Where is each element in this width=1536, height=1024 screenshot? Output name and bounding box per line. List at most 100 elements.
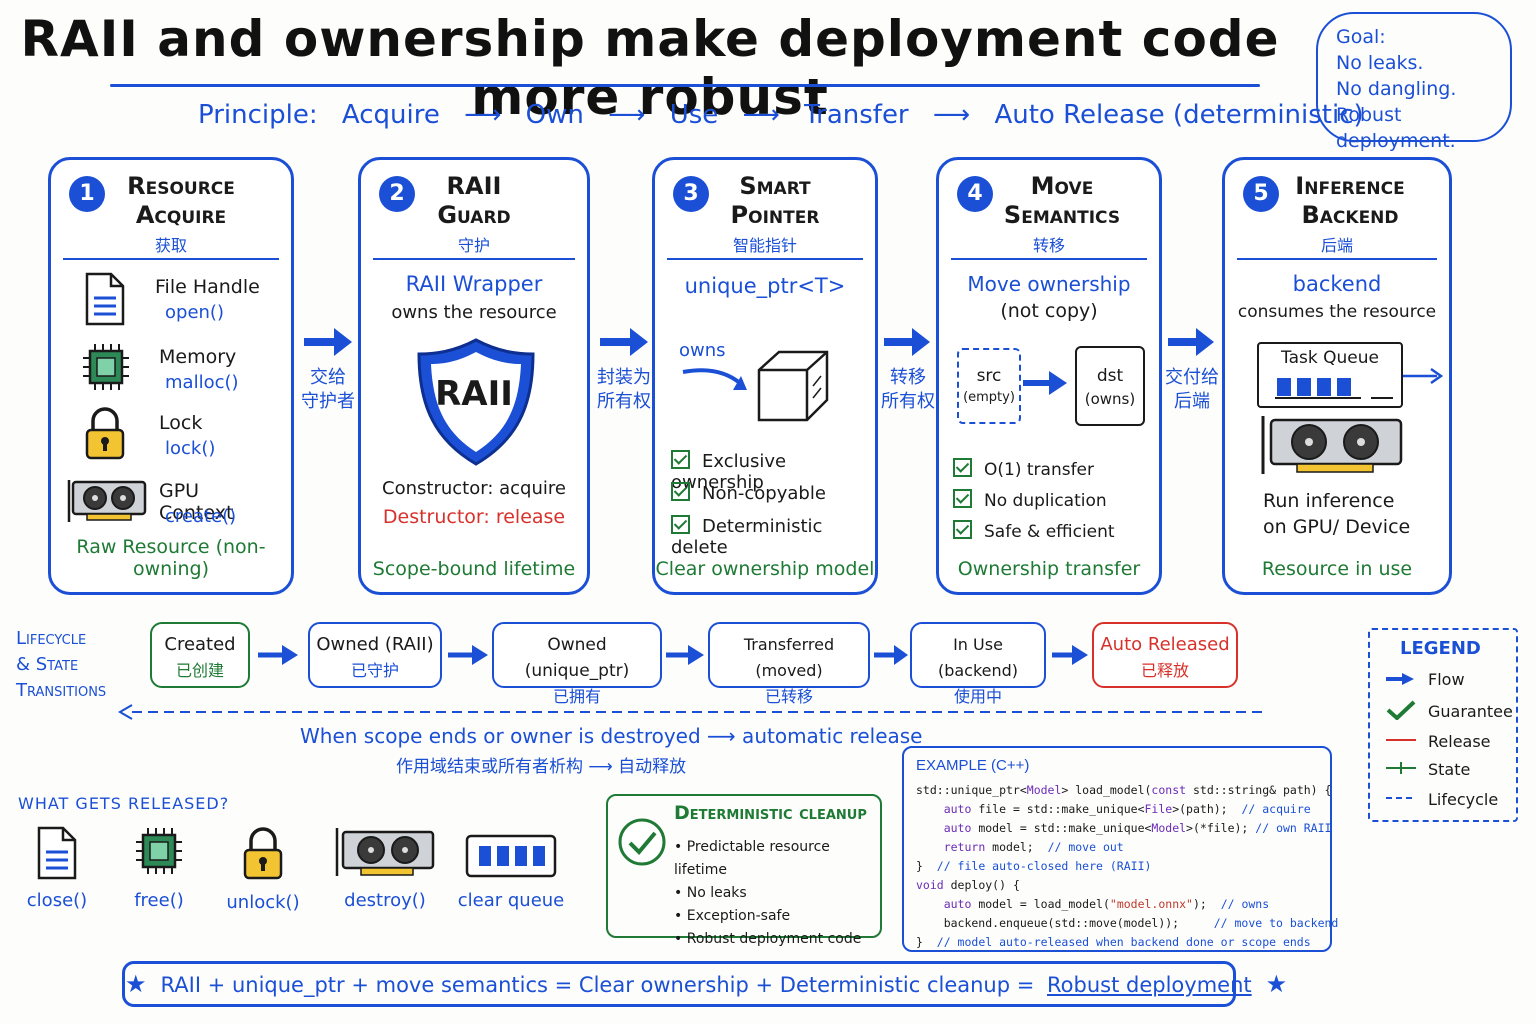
deterministic-title: Deterministic cleanup [674, 802, 867, 824]
step-title: Smart Pointer [655, 172, 875, 230]
dst-box: dst (owns) [1075, 346, 1145, 426]
deterministic-bullets: • Predictable resource lifetime • No lea… [674, 836, 880, 951]
state-label: In Use (backend) [937, 635, 1019, 680]
arrow-right-icon [258, 645, 298, 665]
state-label-cn: 已释放 [1140, 661, 1189, 680]
check-o1: O(1) transfer [953, 458, 1094, 480]
bullet-2: • No leaks [674, 885, 747, 901]
resource-label: GPU Context [159, 480, 234, 524]
arrow-right-icon [874, 645, 908, 665]
legend-label: Release [1428, 732, 1491, 751]
step-title-line-2: Guard [437, 201, 511, 229]
task-queue-box: Task Queue [1257, 342, 1403, 408]
shield-icon [417, 338, 535, 466]
star-icon: ★ [1265, 970, 1288, 998]
dst-note: (owns) [1084, 390, 1136, 408]
connector-1: 交给 守护者 [298, 322, 358, 414]
arrow-right-icon [448, 645, 488, 665]
legend-lifecycle: Lifecycle [1384, 790, 1498, 809]
bullet-1: • Predictable resource lifetime [674, 839, 830, 878]
goal-cloud: Goal: No leaks. No dangling. Robust depl… [1316, 12, 1512, 152]
lifecycle-label-3: Transitions [16, 680, 107, 701]
connector-text-1: 封装为 [597, 367, 651, 388]
connector-text-1: 交给 [310, 367, 346, 388]
state-label-cn: 使用中 [953, 687, 1002, 706]
file-icon [85, 272, 125, 326]
step-title: RAII Guard [361, 172, 587, 230]
step-resource-acquire: 1 Resource Acquire 获取 File Handle open() [48, 157, 294, 595]
step-subtitle-2: owns the resource [391, 302, 557, 323]
code-line: void deploy() { [916, 878, 1020, 892]
goal-line-3: Robust deployment. [1336, 104, 1456, 152]
lifecycle-note-en: When scope ends or owner is destroyed ⟶ … [300, 724, 923, 748]
step-smart-pointer: 3 Smart Pointer 智能指针 unique_ptr<T> owns … [652, 157, 878, 595]
unique-ptr-label: unique_ptr<T> [684, 274, 846, 298]
step-title-cn: 获取 [154, 236, 187, 255]
state-created: Created 已创建 [150, 622, 250, 688]
step-number: 5 [1243, 176, 1279, 212]
arrow-right-icon [600, 328, 648, 356]
step-footer: Resource in use [1261, 558, 1413, 580]
legend-label: Guarantee [1428, 702, 1513, 721]
chip-icon [136, 828, 182, 874]
gpu-icon [335, 828, 435, 876]
connector-text-1: 交付给 [1165, 367, 1219, 388]
code-line: std::unique_ptr<Model> load_model(const … [916, 783, 1332, 797]
check-label: Exclusive ownership [671, 451, 787, 493]
resource-label: Lock [159, 412, 203, 434]
code-line: auto model = load_model("model.onnx"); /… [943, 897, 1270, 911]
step-inference-backend: 5 Inference Backend 后端 backend consumes … [1222, 157, 1452, 595]
step-title-cn: 后端 [1320, 236, 1353, 255]
chip-icon [83, 344, 129, 390]
checkbox-icon [953, 520, 972, 539]
released-unlock: unlock() [208, 826, 318, 913]
check-safe: Safe & efficient [953, 520, 1115, 542]
principle-step-transfer: Transfer [804, 100, 909, 130]
step-title-line-1: RAII [446, 172, 502, 200]
state-label-cn: 已创建 [175, 661, 224, 680]
src-box: src (empty) [957, 348, 1021, 424]
lifecycle-label: Lifecycle & State Transitions [16, 626, 106, 704]
dst-label: dst [1096, 366, 1124, 386]
connector-text-2: 后端 [1174, 391, 1210, 412]
released-caption: close() [26, 890, 88, 911]
check-exclusive: Exclusive ownership [671, 450, 875, 493]
legend-title: LEGEND [1400, 638, 1481, 659]
step-title-cn: 守护 [457, 236, 490, 255]
checkbox-icon [953, 489, 972, 508]
red-line-icon [1386, 739, 1416, 741]
resource-memory: Memory malloc() [69, 340, 279, 400]
step-title: Inference Backend [1225, 172, 1449, 230]
state-label: Transferred (moved) [743, 635, 835, 680]
arrow-right-icon [1052, 645, 1088, 665]
check-label: Non-copyable [702, 483, 826, 504]
step-title-cn: 智能指针 [732, 236, 797, 255]
step-number: 4 [957, 176, 993, 212]
curved-arrow-icon [682, 368, 747, 390]
checkbox-icon [671, 450, 690, 469]
principle-line: Principle: Acquire ⟶ Own ⟶ Use ⟶ Transfe… [198, 100, 1380, 130]
lock-icon [85, 407, 125, 460]
checkmark-icon [1386, 700, 1416, 721]
connector-3: 转移 所有权 [880, 322, 936, 414]
resource-fn: malloc() [165, 372, 239, 393]
file-icon [37, 826, 77, 880]
released-destroy: destroy() [330, 826, 440, 911]
step-title-line-1: Inference [1295, 172, 1405, 200]
state-label-cn: 已拥有 [552, 687, 601, 706]
released-caption: clear queue [457, 890, 565, 911]
connector-text-2: 守护者 [301, 391, 355, 412]
step-subtitle: backend [1292, 272, 1382, 296]
resource-gpu-context: GPU Context create() [67, 474, 279, 534]
code-line: backend.enqueue(std::move(model)); // mo… [916, 916, 1339, 930]
run-inference-line-1: Run inference [1263, 490, 1395, 512]
legend-label: Lifecycle [1428, 790, 1499, 809]
legend-flow: Flow [1384, 670, 1465, 689]
check-label: Safe & efficient [984, 522, 1115, 542]
step-subtitle: Move ownership [967, 272, 1131, 296]
connector-text-2: 所有权 [597, 391, 651, 412]
step-divider [667, 258, 863, 260]
step-title-line-2: Acquire [135, 201, 227, 229]
state-label: Created [164, 634, 236, 655]
state-owned-unique-ptr: Owned (unique_ptr) 已拥有 [492, 622, 662, 706]
